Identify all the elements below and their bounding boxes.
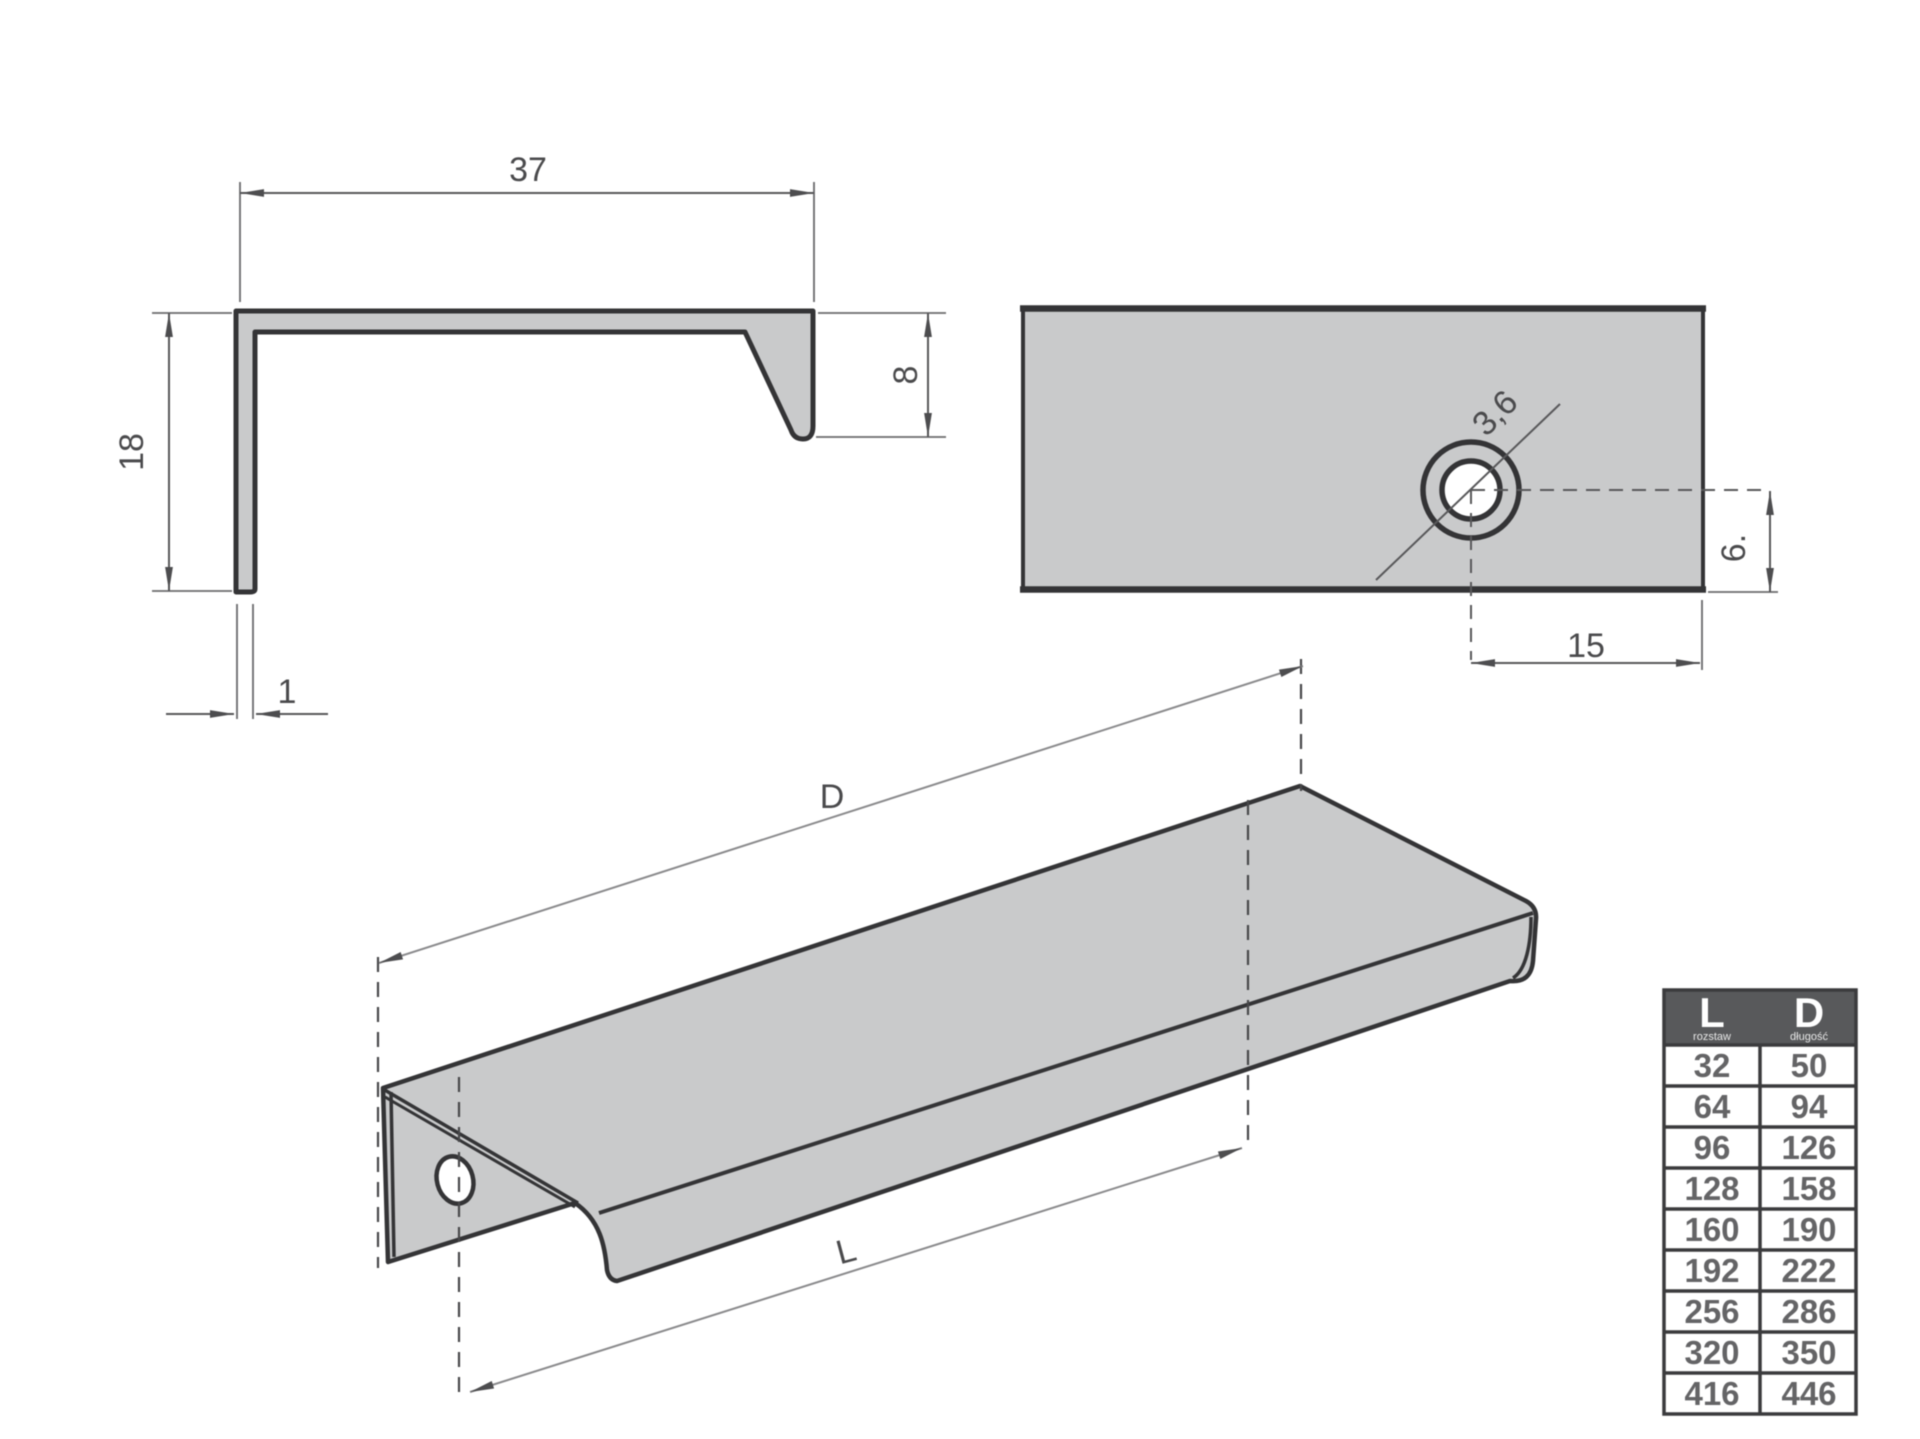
svg-text:D: D [1794,989,1824,1036]
svg-text:256: 256 [1684,1293,1739,1330]
svg-text:446: 446 [1781,1375,1836,1412]
svg-text:222: 222 [1781,1252,1836,1289]
svg-text:158: 158 [1781,1170,1836,1207]
svg-text:8: 8 [887,366,925,385]
svg-text:18: 18 [113,433,151,471]
svg-text:320: 320 [1684,1334,1739,1371]
svg-text:128: 128 [1684,1170,1739,1207]
svg-text:37: 37 [509,151,547,189]
svg-text:32: 32 [1694,1047,1731,1084]
svg-text:190: 190 [1781,1211,1836,1248]
svg-text:64: 64 [1694,1088,1731,1125]
svg-text:96: 96 [1694,1129,1731,1166]
svg-text:416: 416 [1684,1375,1739,1412]
svg-text:94: 94 [1791,1088,1828,1125]
svg-text:D: D [820,778,845,816]
svg-text:1: 1 [278,673,297,711]
svg-text:6.: 6. [1715,534,1753,562]
svg-text:350: 350 [1781,1334,1836,1371]
svg-text:długość: długość [1790,1031,1828,1043]
svg-text:126: 126 [1781,1129,1836,1166]
svg-text:286: 286 [1781,1293,1836,1330]
svg-text:rozstaw: rozstaw [1693,1031,1731,1043]
svg-text:192: 192 [1684,1252,1739,1289]
svg-text:L: L [1699,989,1725,1036]
svg-text:15: 15 [1567,627,1605,665]
svg-text:50: 50 [1791,1047,1828,1084]
svg-text:L: L [832,1231,860,1273]
svg-text:160: 160 [1684,1211,1739,1248]
